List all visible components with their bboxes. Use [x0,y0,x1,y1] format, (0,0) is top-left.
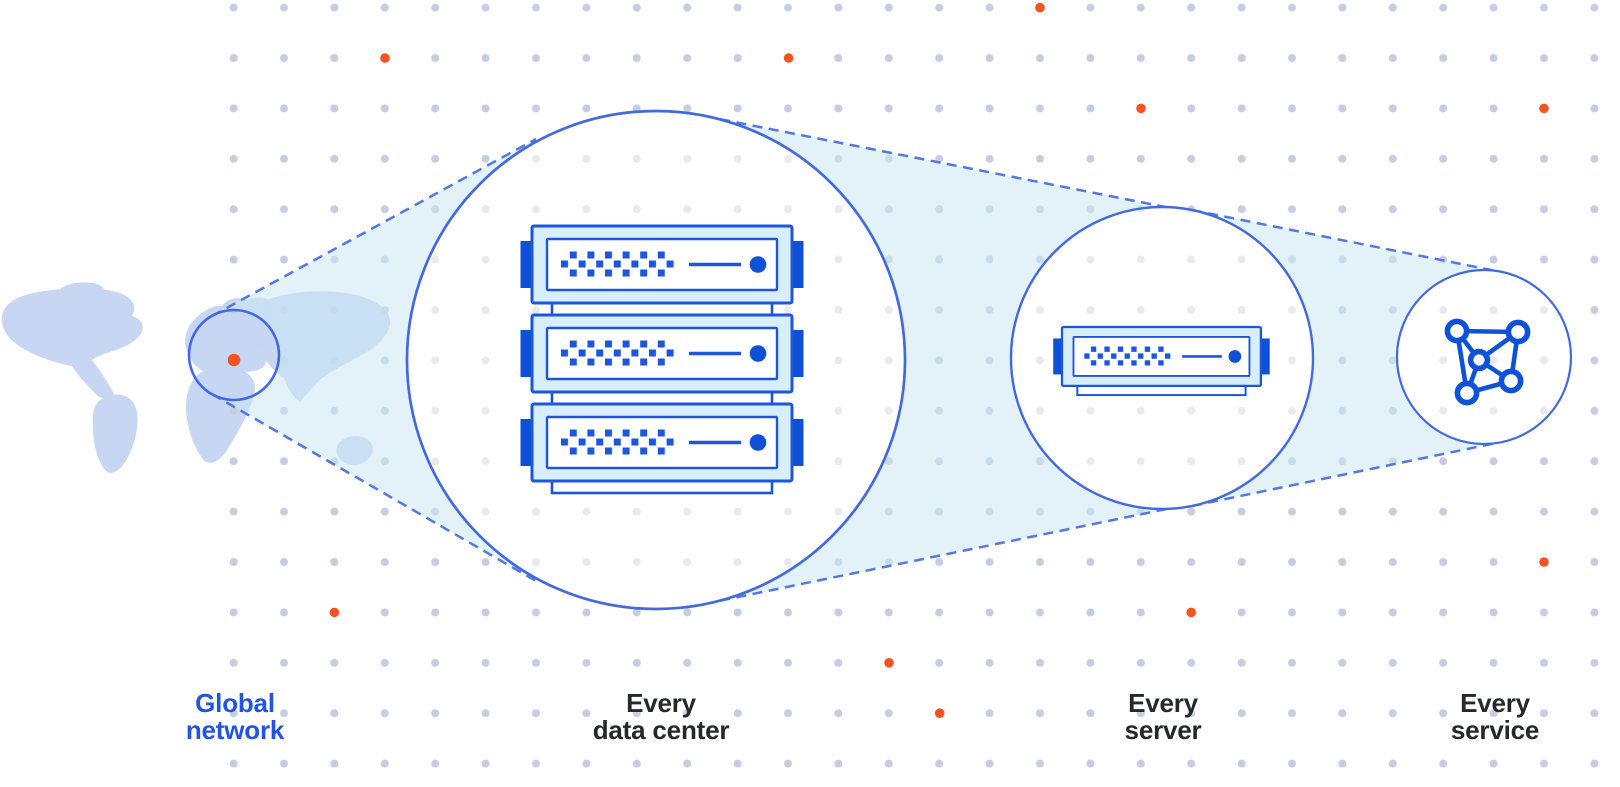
label-line: Every [1460,688,1530,718]
zoom-dashed-lines [211,114,1502,606]
label-global-network: Global network [186,690,284,744]
label-every-data-center: Every data center [593,690,730,744]
server-rack-3 [518,402,806,495]
label-line: network [185,715,285,745]
service-circle [1395,268,1573,446]
server-circle [1009,205,1315,511]
network-mesh-icon [1444,318,1531,406]
label-every-server: Every server [1125,690,1202,744]
server-icon [1051,325,1271,397]
map-focus-circle [187,308,281,402]
label-line: Every [1128,688,1198,718]
server-rack-2 [518,313,806,406]
orange-accent-dots [227,2,1549,718]
label-every-service: Every service [1451,690,1539,744]
server-rack-1 [518,224,806,317]
location-orange-dot [227,353,241,367]
label-line: Every [626,688,696,718]
label-line: server [1124,715,1202,745]
server-rack-stack-icon [518,224,806,495]
label-line: service [1450,715,1540,745]
data-center-circle [405,109,907,611]
label-line: data center [592,715,730,745]
label-line: Global [195,688,275,718]
